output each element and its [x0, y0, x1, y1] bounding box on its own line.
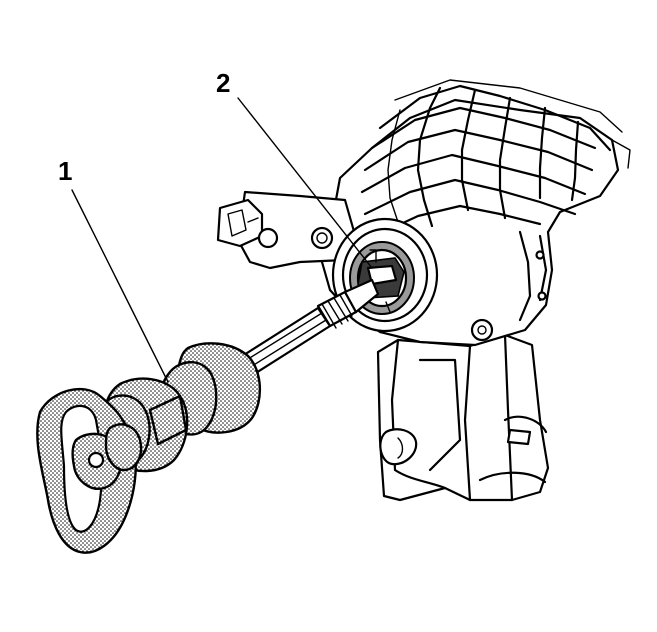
callout-1-label: 1	[58, 156, 72, 186]
bench-vise	[376, 333, 550, 502]
callout-1-leader	[71, 189, 169, 383]
callout-2-label: 2	[216, 68, 230, 98]
steering-column-housing	[216, 79, 631, 347]
callout-2-leader	[237, 97, 373, 269]
slide-hammer	[36, 278, 380, 554]
